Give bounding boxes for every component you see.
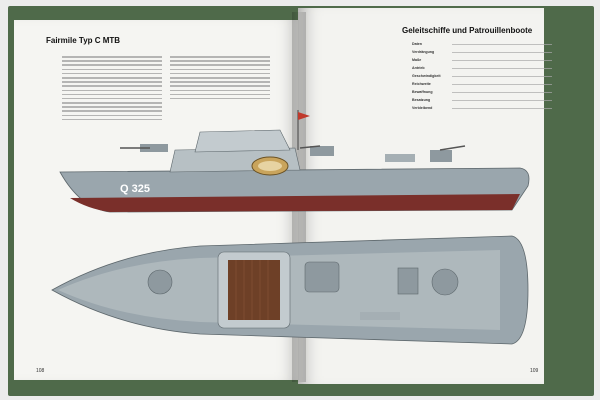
body-text-column-2: [170, 56, 270, 102]
spec-label: Verdrängung: [412, 50, 435, 54]
boat-top-view: [51, 235, 529, 345]
spec-row: Bewaffnung: [412, 90, 552, 98]
spec-row: Maße: [412, 58, 552, 66]
spec-row: Daten: [412, 42, 552, 50]
spec-label: Besatzung: [412, 98, 431, 102]
spec-label: Maße: [412, 58, 422, 62]
spec-row: Geschwindigkeit: [412, 74, 552, 82]
spec-table: Daten Verdrängung Maße Antrieb Geschwind…: [412, 42, 552, 114]
spec-value: [452, 83, 552, 86]
spec-value: [452, 67, 552, 70]
spec-label: Antrieb: [412, 66, 425, 70]
left-page-heading: Fairmile Typ C MTB: [46, 36, 121, 45]
right-page-heading: Geleitschiffe und Patrouillenboote: [402, 26, 533, 35]
spec-label: Reichweite: [412, 82, 431, 86]
spec-value: [452, 99, 552, 102]
spec-value: [452, 91, 552, 94]
spec-row: Verbleibend: [412, 106, 552, 114]
boat-side-profile: Q 325: [59, 110, 530, 213]
spec-label: Daten: [412, 42, 422, 46]
spec-row: Reichweite: [412, 82, 552, 90]
spec-value: [452, 43, 552, 46]
spec-row: Besatzung: [412, 98, 552, 106]
left-page-number: 108: [36, 368, 45, 374]
spec-row: Verdrängung: [412, 50, 552, 58]
right-page-number: 109: [530, 368, 539, 374]
spec-label: Verbleibend: [412, 106, 433, 110]
spec-value: [452, 51, 552, 54]
spec-value: [452, 107, 552, 110]
body-text-column-1: [62, 56, 162, 123]
spec-label: Geschwindigkeit: [412, 74, 441, 78]
spec-value: [452, 59, 552, 62]
hull-marking: Q 325: [120, 183, 150, 195]
spec-value: [452, 75, 552, 78]
spec-label: Bewaffnung: [412, 90, 433, 94]
spec-row: Antrieb: [412, 66, 552, 74]
